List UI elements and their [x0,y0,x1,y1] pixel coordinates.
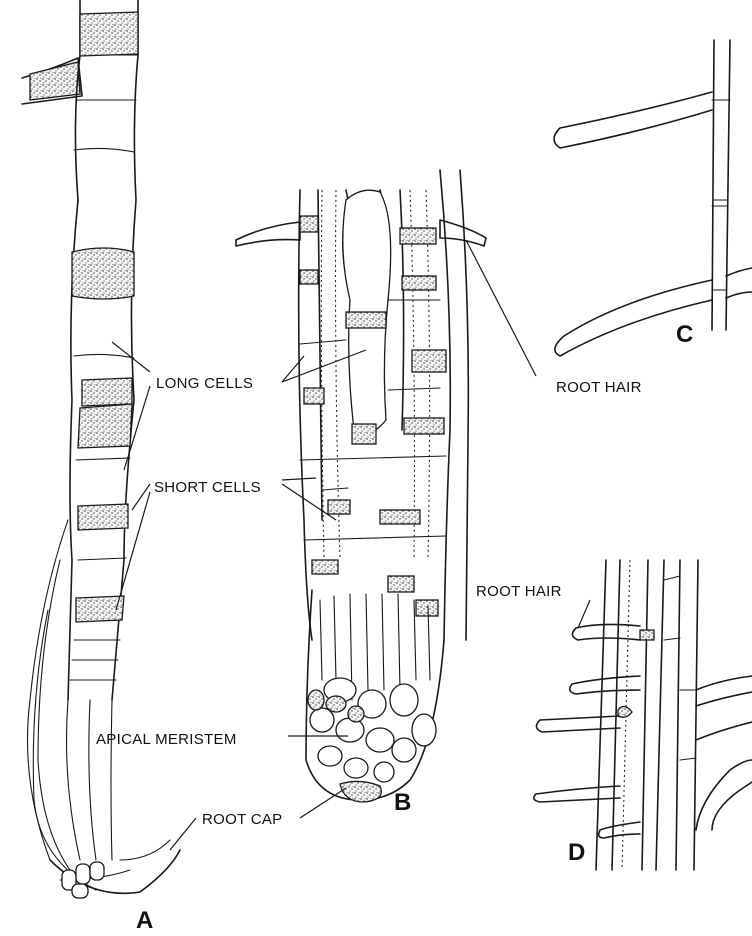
label-root-hair-c: ROOT HAIR [556,379,642,396]
label-short-cells: SHORT CELLS [154,479,261,496]
short-cell-a2 [82,378,132,406]
panel-b-drawing [236,170,486,802]
short-cell-a3 [78,404,132,448]
short-cell-a1 [72,248,134,299]
label-root-cap: ROOT CAP [202,811,282,828]
panel-d-drawing [534,560,752,870]
short-cell-a0 [80,12,138,56]
panel-label-c: C [676,321,693,348]
short-cell-a4 [78,504,128,530]
meristem-cells [308,594,436,782]
panel-a-drawing [22,0,180,898]
label-apical-meristem: APICAL MERISTEM [96,731,237,748]
panel-label-d: D [568,839,585,866]
panel-label-b: B [394,789,411,816]
panel-label-a: A [136,907,153,934]
label-long-cells: LONG CELLS [156,375,253,392]
panel-c-drawing [554,40,752,356]
label-root-hair-d: ROOT HAIR [476,583,562,600]
